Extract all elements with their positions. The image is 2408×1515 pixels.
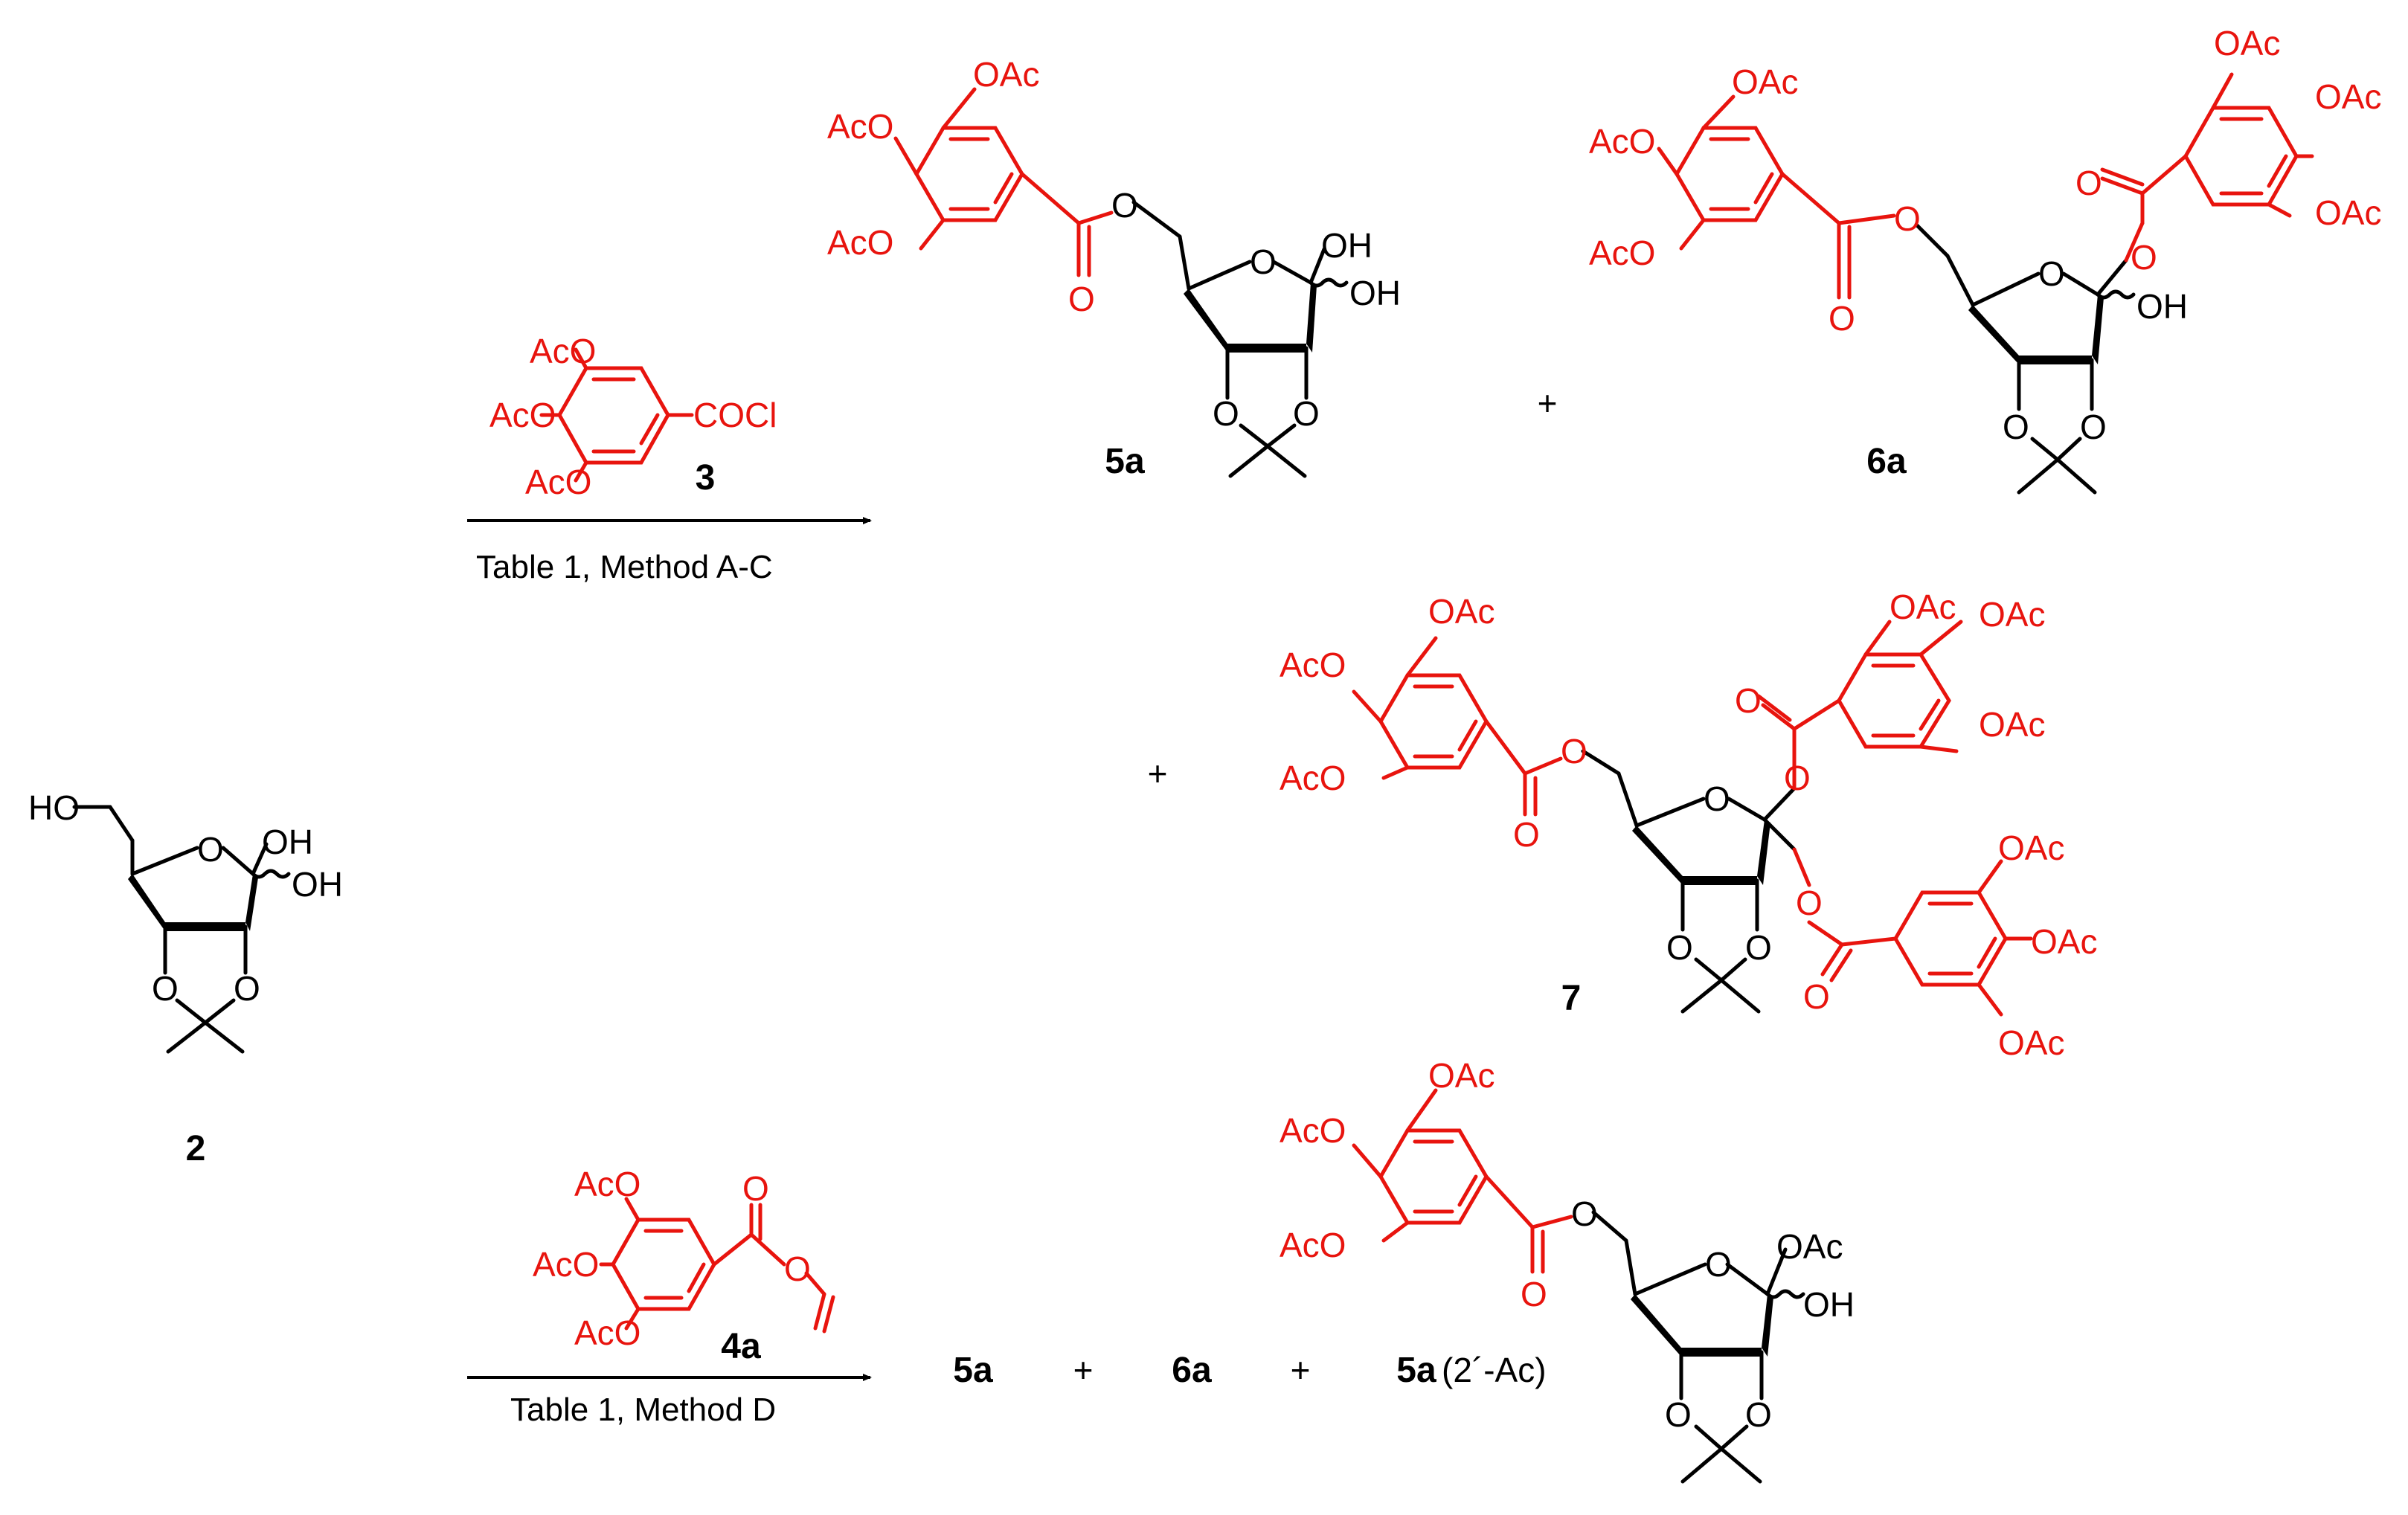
carbonyl-oxygen-label: O bbox=[1803, 977, 1830, 1016]
acetoxy-label: OAc bbox=[2315, 77, 2381, 116]
dioxolane-oxygen-label: O bbox=[1213, 394, 1239, 433]
ester-oxygen-label: O bbox=[1571, 1194, 1598, 1233]
acetoxy-label: AcO bbox=[1280, 759, 1346, 797]
carbonyl-oxygen-label: O bbox=[1068, 280, 1095, 318]
anomeric-ester-oxygen-label: O bbox=[1784, 759, 1811, 797]
acetoxy-label: OAc bbox=[1979, 595, 2045, 634]
plus-sign: + bbox=[1148, 754, 1168, 793]
conditions-upper: Table 1, Method A-C bbox=[476, 549, 773, 585]
acetoxy-label: AcO bbox=[1280, 1111, 1346, 1150]
acetoxy-label: OAc bbox=[2031, 922, 2097, 961]
ring-oxygen-label: O bbox=[2038, 254, 2065, 293]
acetoxy-label: AcO bbox=[530, 332, 596, 370]
compound-4a-label: 4a bbox=[721, 1327, 761, 1366]
acetoxy-label: OAc bbox=[1890, 588, 1956, 626]
acetoxy-label: OAc bbox=[2214, 24, 2280, 62]
ester-oxygen-label: O bbox=[1894, 199, 1921, 238]
hydroxyl-label: OH bbox=[1349, 274, 1401, 312]
reagent-4a-structure: AcO AcO AcO O O bbox=[533, 1165, 835, 1352]
carbonyl-oxygen-label: O bbox=[1829, 299, 1855, 338]
acetoxy-label: AcO bbox=[525, 463, 591, 501]
acetoxy-label: OAc bbox=[973, 55, 1039, 94]
hydroxyl-label: OH bbox=[1803, 1285, 1855, 1324]
acetoxy-label: AcO bbox=[533, 1245, 599, 1284]
hydroxymethyl-label: HO bbox=[28, 788, 80, 827]
dioxolane-oxygen-label: O bbox=[2080, 408, 2107, 446]
dioxolane-oxygen-label: O bbox=[1665, 1395, 1692, 1434]
ester-oxygen-label: O bbox=[784, 1249, 811, 1288]
acid-chloride-label: COCl bbox=[693, 396, 777, 434]
carbonyl-oxygen-label: O bbox=[2075, 164, 2102, 202]
acetoxy-label: AcO bbox=[827, 107, 893, 146]
ring-oxygen-label: O bbox=[1250, 242, 1277, 281]
plus-sign: + bbox=[1538, 384, 1558, 422]
compound-2-label: 2 bbox=[186, 1129, 206, 1168]
compound-3-label: 3 bbox=[696, 458, 716, 498]
compound-5a-structure: OAc AcO AcO O O O OH OH O O bbox=[827, 55, 1401, 478]
acetoxy-label: AcO bbox=[1280, 1226, 1346, 1264]
ester-oxygen-label: O bbox=[1796, 884, 1823, 922]
ester-oxygen-label: O bbox=[1111, 186, 1138, 225]
acetoxy-label: OAc bbox=[2315, 193, 2381, 232]
carbonyl-oxygen-label: O bbox=[1513, 815, 1540, 854]
reagent-3-structure: AcO AcO AcO COCl bbox=[489, 332, 777, 501]
dioxolane-oxygen-label: O bbox=[152, 969, 179, 1008]
hydroxyl-label: OH bbox=[2136, 287, 2188, 326]
dioxolane-oxygen-label: O bbox=[2003, 408, 2029, 446]
anomeric-hydroxyl-label: OH bbox=[262, 823, 313, 861]
acetoxy-label: AcO bbox=[574, 1313, 640, 1352]
compound-5a-label: 5a bbox=[1105, 442, 1145, 481]
acetoxy-label: OAc bbox=[1998, 1023, 2064, 1062]
acetoxy-label: OAc bbox=[1428, 592, 1494, 631]
plus-sign: + bbox=[1073, 1351, 1094, 1389]
carbonyl-oxygen-label: O bbox=[1521, 1275, 1547, 1313]
product-5a-label: 5a bbox=[953, 1351, 993, 1390]
compound-6a-label: 6a bbox=[1866, 442, 1907, 481]
dioxolane-oxygen-label: O bbox=[1666, 928, 1693, 967]
carbonyl-oxygen-label: O bbox=[742, 1169, 769, 1208]
acetoxy-label: AcO bbox=[1280, 646, 1346, 684]
acetoxy-label: AcO bbox=[489, 396, 556, 434]
dioxolane-oxygen-label: O bbox=[1745, 1395, 1772, 1434]
plus-sign: + bbox=[1291, 1351, 1311, 1389]
ring-oxygen-label: O bbox=[1704, 779, 1730, 818]
acetoxy-label: OAc bbox=[1732, 62, 1798, 101]
product-5a-2ac-suffix: (2´-Ac) bbox=[1442, 1351, 1547, 1389]
acetoxy-label: OAc bbox=[1428, 1056, 1494, 1095]
product-5a-2ac-label: 5a bbox=[1396, 1351, 1436, 1390]
acetoxy-label: OAc bbox=[1998, 829, 2064, 867]
carbonyl-oxygen-label: O bbox=[1735, 681, 1762, 720]
anomeric-ester-oxygen-label: O bbox=[2131, 238, 2157, 277]
compound-5a-2ac-structure: OAc AcO AcO O O O OAc OH O O bbox=[1280, 1056, 1855, 1484]
compound-6a-structure: OAc AcO AcO O O O O O OH OAc OAc OAc O O bbox=[1589, 24, 2381, 495]
acetoxy-label: AcO bbox=[1589, 122, 1655, 161]
compound-7-label: 7 bbox=[1561, 979, 1582, 1018]
hydroxyl-label: OH bbox=[292, 865, 343, 904]
ring-oxygen-label: O bbox=[1705, 1245, 1732, 1284]
dioxolane-oxygen-label: O bbox=[1745, 928, 1772, 967]
ring-oxygen-label: O bbox=[197, 830, 224, 869]
conditions-lower: Table 1, Method D bbox=[510, 1392, 776, 1428]
dioxolane-oxygen-label: O bbox=[234, 969, 260, 1008]
dioxolane-oxygen-label: O bbox=[1293, 394, 1320, 433]
acetoxy-label: AcO bbox=[574, 1165, 640, 1203]
acetoxy-label: AcO bbox=[1589, 234, 1655, 272]
compound-2-structure: HO O OH OH O O bbox=[28, 788, 343, 1054]
product-6a-label: 6a bbox=[1172, 1351, 1212, 1390]
acetoxy-label: AcO bbox=[827, 223, 893, 262]
acetoxy-label: OAc bbox=[1979, 705, 2045, 744]
compound-7-structure: OAc AcO AcO O O O O O O O OAc OAc OAc OA… bbox=[1280, 588, 2097, 1062]
acetoxy-label: OAc bbox=[1776, 1227, 1843, 1266]
ester-oxygen-label: O bbox=[1561, 732, 1587, 771]
hydroxyl-label: OH bbox=[1321, 226, 1372, 265]
